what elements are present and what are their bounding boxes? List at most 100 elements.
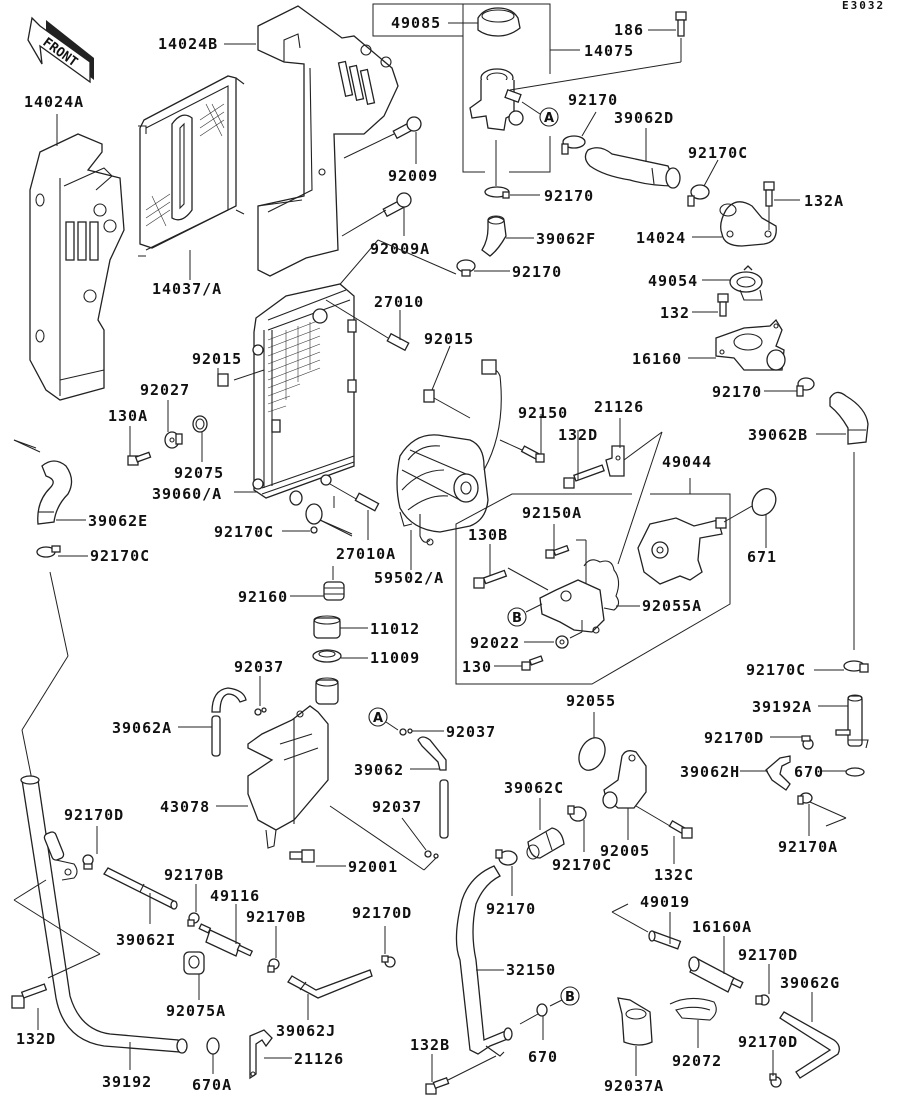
part-92170d-clamp-4 [755, 994, 770, 1006]
part-92037-clip-3 [424, 850, 439, 859]
part-92055a-gasket [583, 559, 620, 611]
part-92170c-clamp-4 [843, 660, 869, 673]
label-14024: 14024 [636, 229, 686, 247]
part-49085-radiator-cap [477, 7, 521, 37]
label-49019: 49019 [640, 893, 690, 911]
part-132a-bolt [763, 181, 775, 207]
label-92170c-2: 92170C [90, 547, 150, 565]
part-92170c-clamp-3 [305, 503, 323, 534]
label-92001: 92001 [348, 858, 398, 876]
label-92015-1: 92015 [192, 350, 242, 368]
label-39062f: 39062F [536, 230, 596, 248]
label-92009a: 92009A [370, 240, 430, 258]
label-14024a: 14024A [24, 93, 84, 111]
part-14024-housing-cover [719, 201, 777, 247]
label-92072: 92072 [672, 1052, 722, 1070]
label-92170a: 92170A [778, 838, 838, 856]
label-92170-1: 92170 [568, 91, 618, 109]
part-39062a-hose [211, 687, 247, 757]
part-11009-gasket [312, 649, 342, 663]
label-14037a: 14037/A [152, 280, 222, 298]
part-39062b-hose [829, 391, 869, 445]
part-92027-collar [164, 431, 183, 449]
label-92170b-2: 92170B [246, 908, 306, 926]
part-14037a-grille [138, 75, 245, 257]
part-92015-clip-2 [423, 389, 435, 403]
label-49044: 49044 [662, 453, 712, 471]
label-92055: 92055 [566, 692, 616, 710]
part-92150a-bolt [545, 544, 570, 559]
part-39062-hose [417, 736, 449, 839]
part-92009-bolt [392, 116, 422, 140]
part-92001-bolt [289, 849, 315, 863]
part-14075-filler-neck [469, 68, 524, 131]
label-186: 186 [614, 21, 644, 39]
part-49054-thermostat [729, 265, 763, 301]
label-92015-2: 92015 [424, 330, 474, 348]
label-92160: 92160 [238, 588, 288, 606]
label-39062h: 39062H [680, 763, 740, 781]
ref-marker-b-2 [560, 986, 580, 1006]
label-671: 671 [747, 548, 777, 566]
part-92170-clamp-3 [456, 259, 476, 277]
part-92170c-clamp-5 [567, 805, 587, 822]
label-39062j: 39062J [276, 1022, 336, 1040]
part-132c-bolt [668, 820, 693, 839]
label-92170d-1: 92170D [704, 729, 764, 747]
part-132b-bolt [425, 1076, 450, 1095]
part-43078-reservoir-tank [247, 677, 339, 849]
part-670a-o-ring [206, 1037, 220, 1055]
part-21126-bracket-2 [249, 1029, 273, 1080]
label-11012: 11012 [370, 620, 420, 638]
ref-marker-b-label-2: B [565, 990, 575, 1005]
label-14075: 14075 [584, 42, 634, 60]
part-92170-clamp-4 [796, 377, 815, 397]
part-11012-cap [313, 615, 341, 639]
ref-marker-b-1 [507, 607, 527, 627]
part-39192a-joint [835, 694, 869, 749]
part-92037a-holder [617, 997, 653, 1046]
part-670-o-ring-1 [845, 767, 865, 777]
part-92170-clamp-1 [484, 186, 510, 199]
label-92170-4: 92170 [712, 383, 762, 401]
part-92055-o-ring [578, 737, 606, 771]
label-92027: 92027 [140, 381, 190, 399]
part-92150-bolt [520, 445, 545, 463]
label-92150: 92150 [518, 404, 568, 422]
label-92170d-5: 92170D [738, 1033, 798, 1051]
part-16160-thermostat-housing [715, 318, 786, 371]
ref-marker-a-label-1: A [544, 111, 554, 126]
part-39062f-hose [481, 215, 507, 257]
label-132a: 132A [804, 192, 844, 210]
label-39192: 39192 [102, 1073, 152, 1091]
part-92075-grommet [192, 415, 208, 433]
diagram-code: E3032 [842, 0, 885, 12]
ref-marker-a-1 [539, 107, 559, 127]
label-49054: 49054 [648, 272, 698, 290]
part-92037-clip-1 [254, 707, 267, 716]
part-21126-bracket-1 [605, 445, 625, 477]
part-92022-washer [555, 635, 569, 649]
ref-marker-a-label-2: A [373, 711, 383, 726]
part-132d-bolt-2 [11, 983, 48, 1009]
part-49044-water-pump [637, 517, 727, 585]
part-49116-filter [198, 923, 254, 957]
part-59502a-fan [396, 359, 502, 546]
part-92160-grommet [323, 581, 345, 601]
part-39192-pipe [20, 775, 188, 1054]
part-92015-clip-1 [217, 373, 229, 387]
label-92170b-1: 92170B [164, 866, 224, 884]
label-49116: 49116 [210, 887, 260, 905]
part-92005-outlet [602, 750, 647, 809]
label-92037-3: 92037 [372, 798, 422, 816]
part-16160a-fitting [688, 956, 744, 993]
part-39062h-hose [765, 755, 791, 791]
label-670-2: 670 [528, 1048, 558, 1066]
part-92170d-clamp-1 [801, 735, 814, 750]
label-39062g: 39062G [780, 974, 840, 992]
label-92170c-1: 92170C [688, 144, 748, 162]
part-32150-pipe [455, 865, 513, 1057]
part-39062e-hose [37, 460, 73, 525]
label-92170d-3: 92170D [352, 904, 412, 922]
label-92170-5: 92170 [486, 900, 536, 918]
